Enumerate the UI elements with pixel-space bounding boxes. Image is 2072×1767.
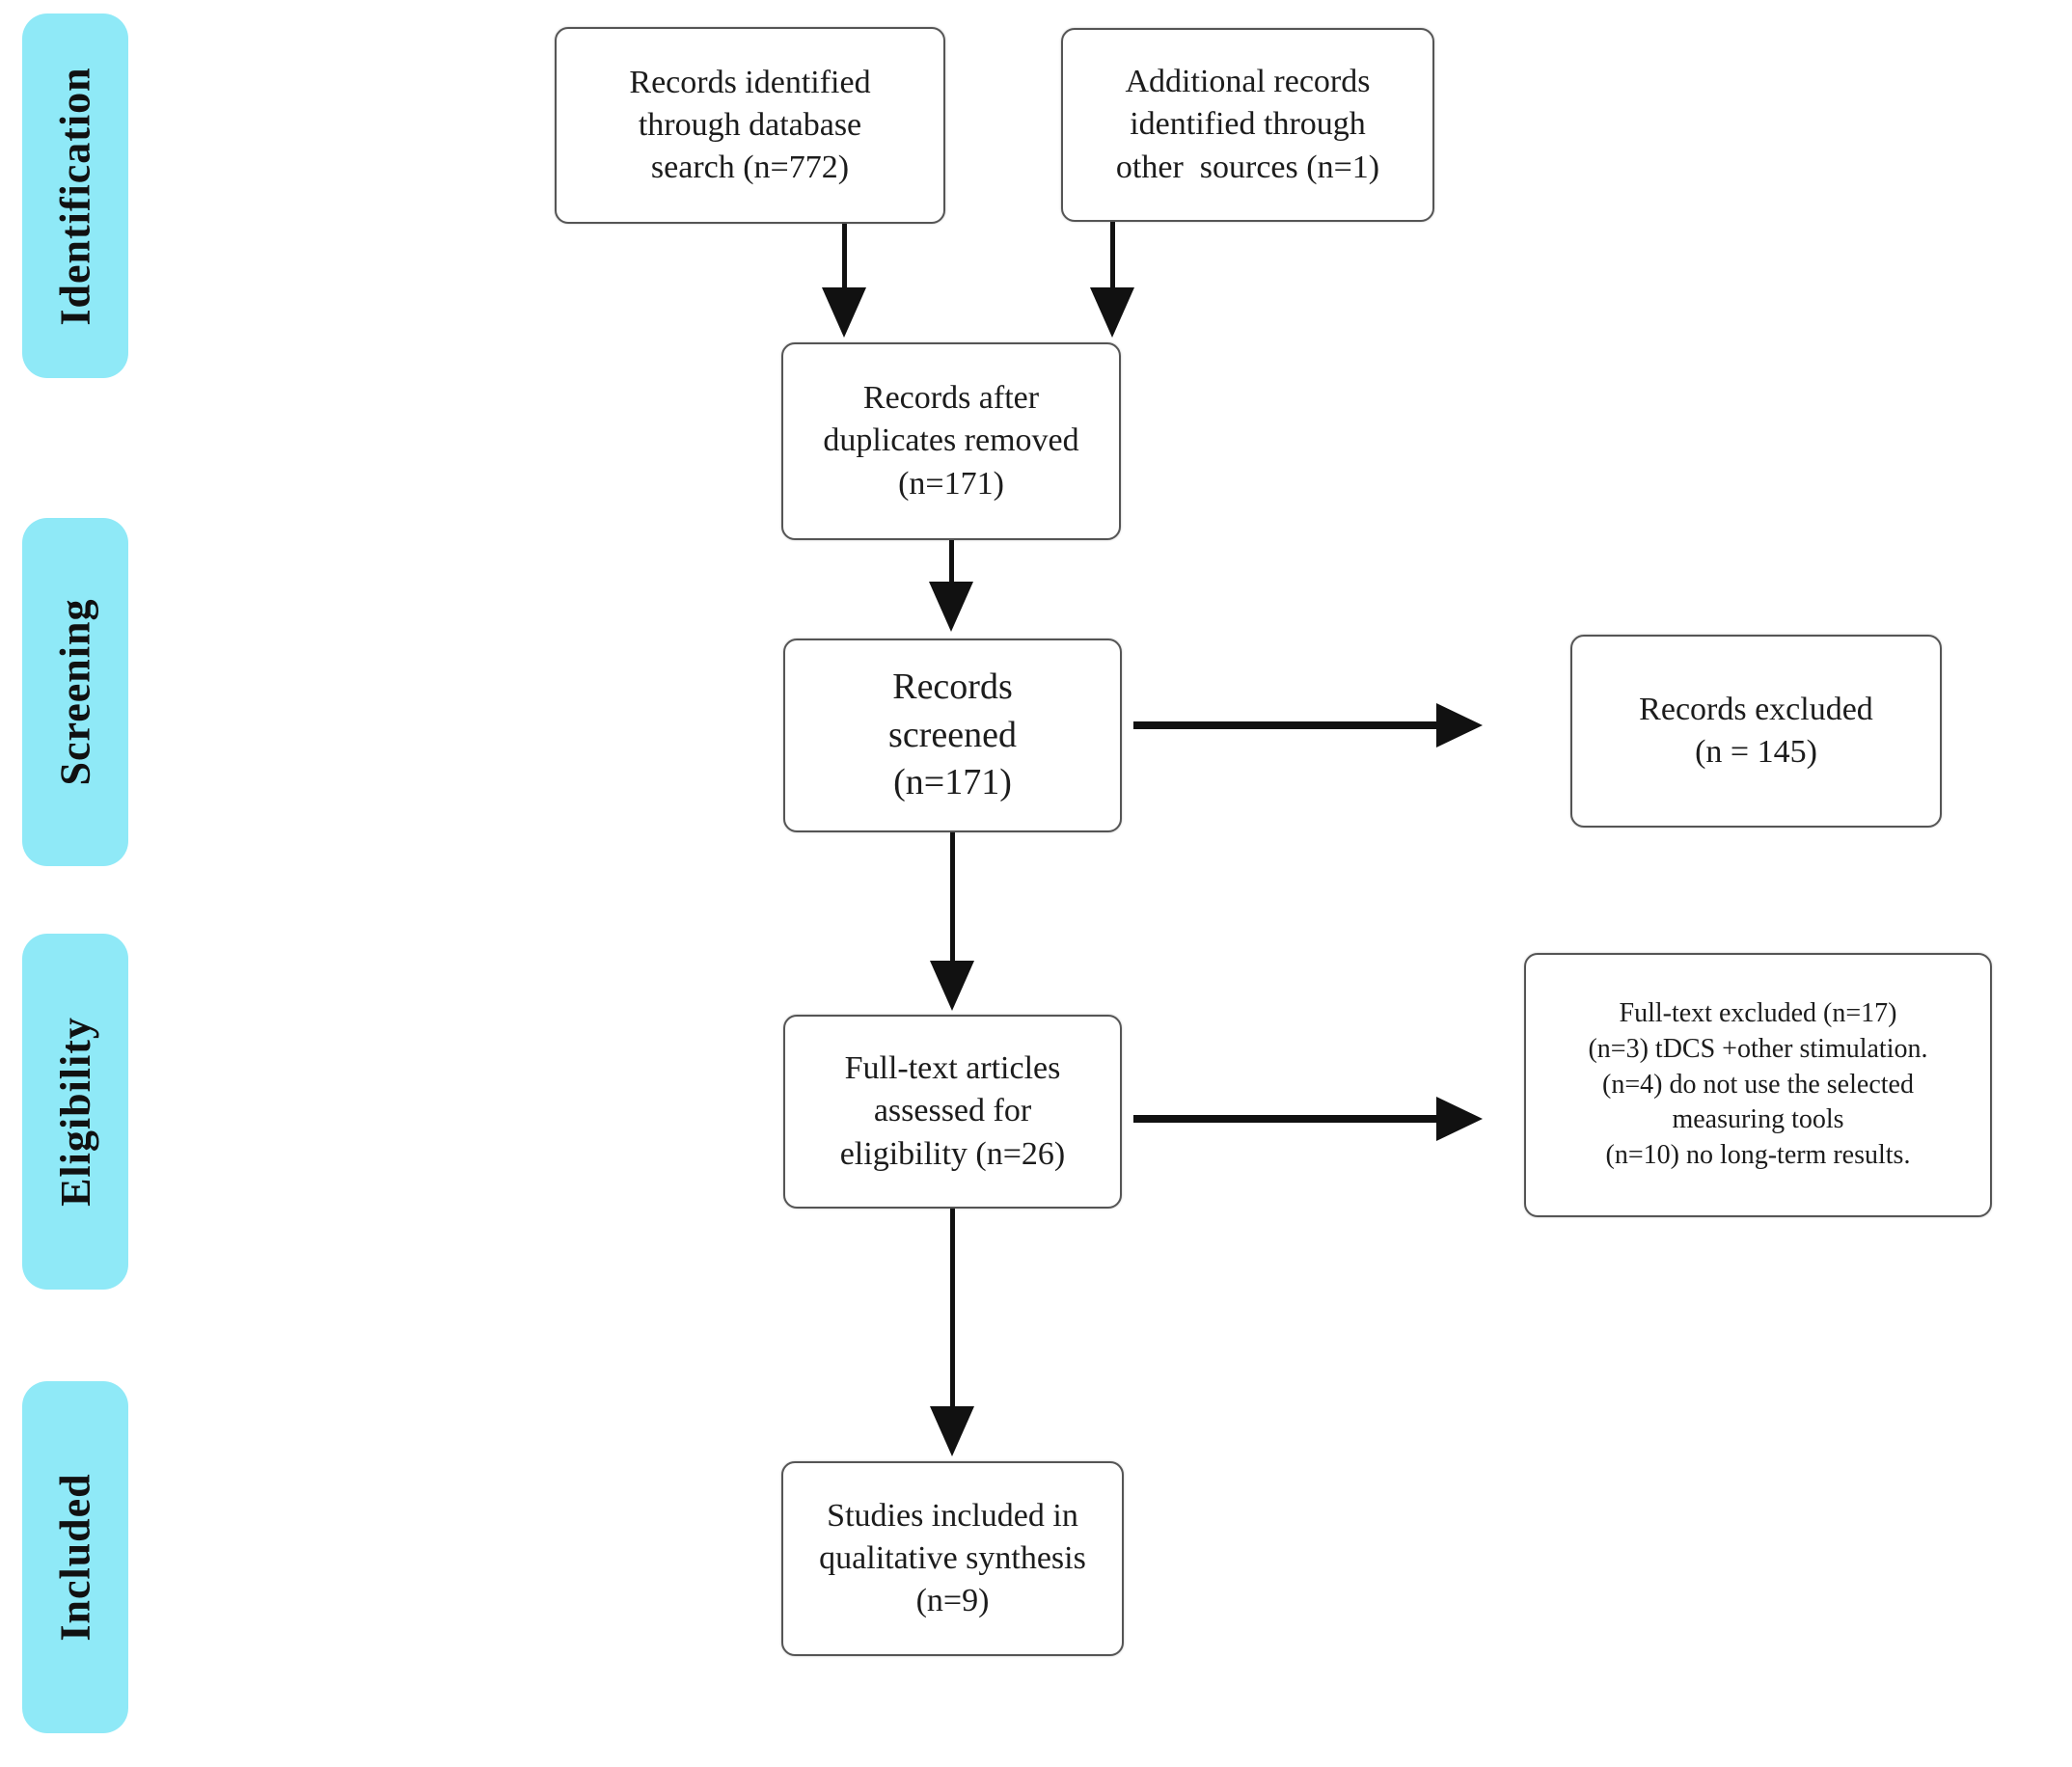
box-text: Records after duplicates removed (n=171) [823, 380, 1079, 502]
box-records-identified-database: Records identified through database sear… [555, 27, 945, 224]
box-records-after-duplicates: Records after duplicates removed (n=171) [781, 342, 1121, 540]
arrow-line [949, 1209, 955, 1410]
box-additional-records-other-sources: Additional records identified through ot… [1061, 28, 1434, 222]
arrow-down-icon [1090, 287, 1134, 338]
box-text: Records screened (n=171) [888, 666, 1017, 803]
stage-label-identification: Identification [22, 14, 128, 378]
arrow-line [1133, 1115, 1440, 1123]
box-records-screened: Records screened (n=171) [783, 639, 1122, 832]
arrow-line [1133, 721, 1440, 729]
box-fulltext-excluded: Full-text excluded (n=17) (n=3) tDCS +ot… [1524, 953, 1992, 1217]
box-text: Records identified through database sear… [629, 64, 871, 186]
arrow-right-icon [1436, 703, 1483, 748]
arrow-line [949, 832, 955, 965]
arrow-duplicates-to-screened [929, 540, 973, 632]
arrow-screened-to-excluded [1133, 703, 1483, 748]
box-text: Full-text excluded (n=17) (n=3) tDCS +ot… [1588, 997, 1928, 1171]
box-fulltext-assessed: Full-text articles assessed for eligibil… [783, 1015, 1122, 1209]
arrow-fulltext-to-included [930, 1209, 974, 1456]
arrow-right-icon [1436, 1097, 1483, 1141]
box-text: Records excluded (n = 145) [1639, 691, 1873, 770]
stage-label-text: Eligibility [51, 1017, 99, 1207]
arrow-down-icon [930, 961, 974, 1011]
arrow-line [841, 224, 847, 291]
arrow-line [948, 540, 954, 585]
arrow-down-icon [930, 1406, 974, 1456]
arrow-fulltext-to-excluded [1133, 1097, 1483, 1141]
box-studies-included-qualitative: Studies included in qualitative synthesi… [781, 1461, 1124, 1656]
arrow-database-to-duplicates [822, 224, 866, 338]
arrow-screened-to-fulltext [930, 832, 974, 1011]
stage-label-text: Screening [51, 598, 99, 786]
arrow-down-icon [822, 287, 866, 338]
stage-label-text: Included [51, 1473, 99, 1642]
box-records-excluded: Records excluded (n = 145) [1570, 635, 1942, 828]
arrow-down-icon [929, 582, 973, 632]
box-text: Additional records identified through ot… [1115, 64, 1380, 185]
stage-label-screening: Screening [22, 518, 128, 866]
arrow-other-sources-to-duplicates [1090, 222, 1134, 338]
arrow-line [1109, 222, 1115, 291]
box-text: Full-text articles assessed for eligibil… [839, 1050, 1066, 1172]
stage-label-text: Identification [51, 66, 99, 326]
box-text: Studies included in qualitative synthesi… [819, 1497, 1086, 1619]
stage-label-eligibility: Eligibility [22, 934, 128, 1290]
stage-label-included: Included [22, 1381, 128, 1733]
